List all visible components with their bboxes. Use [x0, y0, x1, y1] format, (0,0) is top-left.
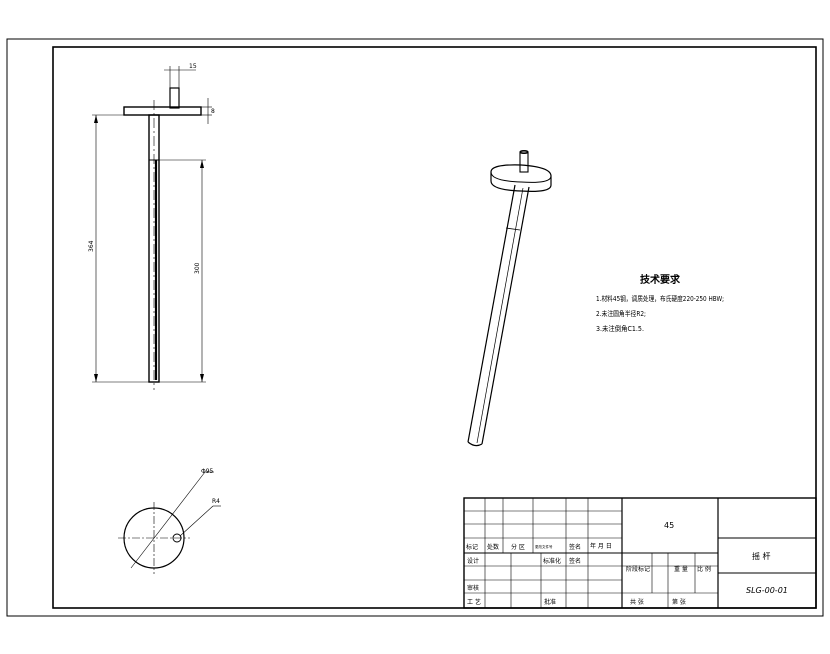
front-view: 15 8 364 300: [88, 63, 215, 390]
title-block-signature: 签名: [569, 557, 581, 565]
title-block: 45 摇 杆 SLG-00-01 标记 处数 分 区 更改文件号 签名 年 月 …: [463, 497, 817, 609]
title-block-part-name: 摇 杆: [752, 551, 771, 561]
top-view: Φ95 R4: [118, 468, 221, 574]
title-block-check: 审核: [467, 584, 479, 592]
title-block-rev-zone: 分 区: [511, 543, 525, 551]
outer-frame: [6, 38, 824, 617]
tech-req-item-2: 2.未注圆角半径R2;: [596, 309, 646, 318]
title-block-rev-date: 年 月 日: [590, 542, 612, 550]
isometric-pin: [519, 151, 529, 173]
title-block-rev-doc: 更改文件号: [535, 544, 553, 549]
technical-requirements: 技术要求 1.材料45钢，调质处理，布氏硬度220-250 HBW; 2.未注圆…: [596, 273, 724, 333]
title-block-weight: 重 量: [674, 565, 688, 573]
title-block-sheet-no: 第 张: [672, 598, 686, 606]
tech-req-item-3: 3.未注倒角C1.5.: [596, 324, 644, 333]
title-block-design: 设计: [467, 557, 479, 565]
inner-frame: [52, 46, 817, 609]
title-block-rev-sign: 签名: [569, 543, 581, 551]
title-block-stage: 阶段标记: [626, 565, 650, 573]
title-block-drawing-number: SLG-00-01: [746, 586, 788, 595]
front-view-plate: [123, 106, 202, 116]
dim-rod-length: 300: [194, 262, 201, 274]
title-block-material: 45: [664, 521, 674, 530]
dim-plate-diameter: Φ95: [201, 468, 214, 475]
front-view-pin: [169, 87, 180, 109]
title-block-approve: 批准: [544, 598, 556, 606]
title-block-rev-mark: 标记: [466, 543, 478, 551]
dim-pin-width: 15: [189, 63, 197, 70]
dim-fillet-radius: R4: [212, 498, 220, 505]
tech-req-title: 技术要求: [640, 273, 681, 286]
dim-overall-length: 364: [88, 240, 95, 252]
title-block-rev-count: 处数: [487, 543, 499, 551]
title-block-standardization: 标准化: [543, 557, 561, 565]
dim-plate-thickness: 8: [211, 108, 215, 115]
tech-req-item-1: 1.材料45钢，调质处理，布氏硬度220-250 HBW;: [596, 294, 724, 303]
title-block-sheets-total: 共 张: [630, 598, 644, 606]
title-block-process: 工 艺: [467, 598, 481, 606]
title-block-scale: 比 例: [697, 565, 711, 573]
isometric-view: [467, 150, 552, 447]
